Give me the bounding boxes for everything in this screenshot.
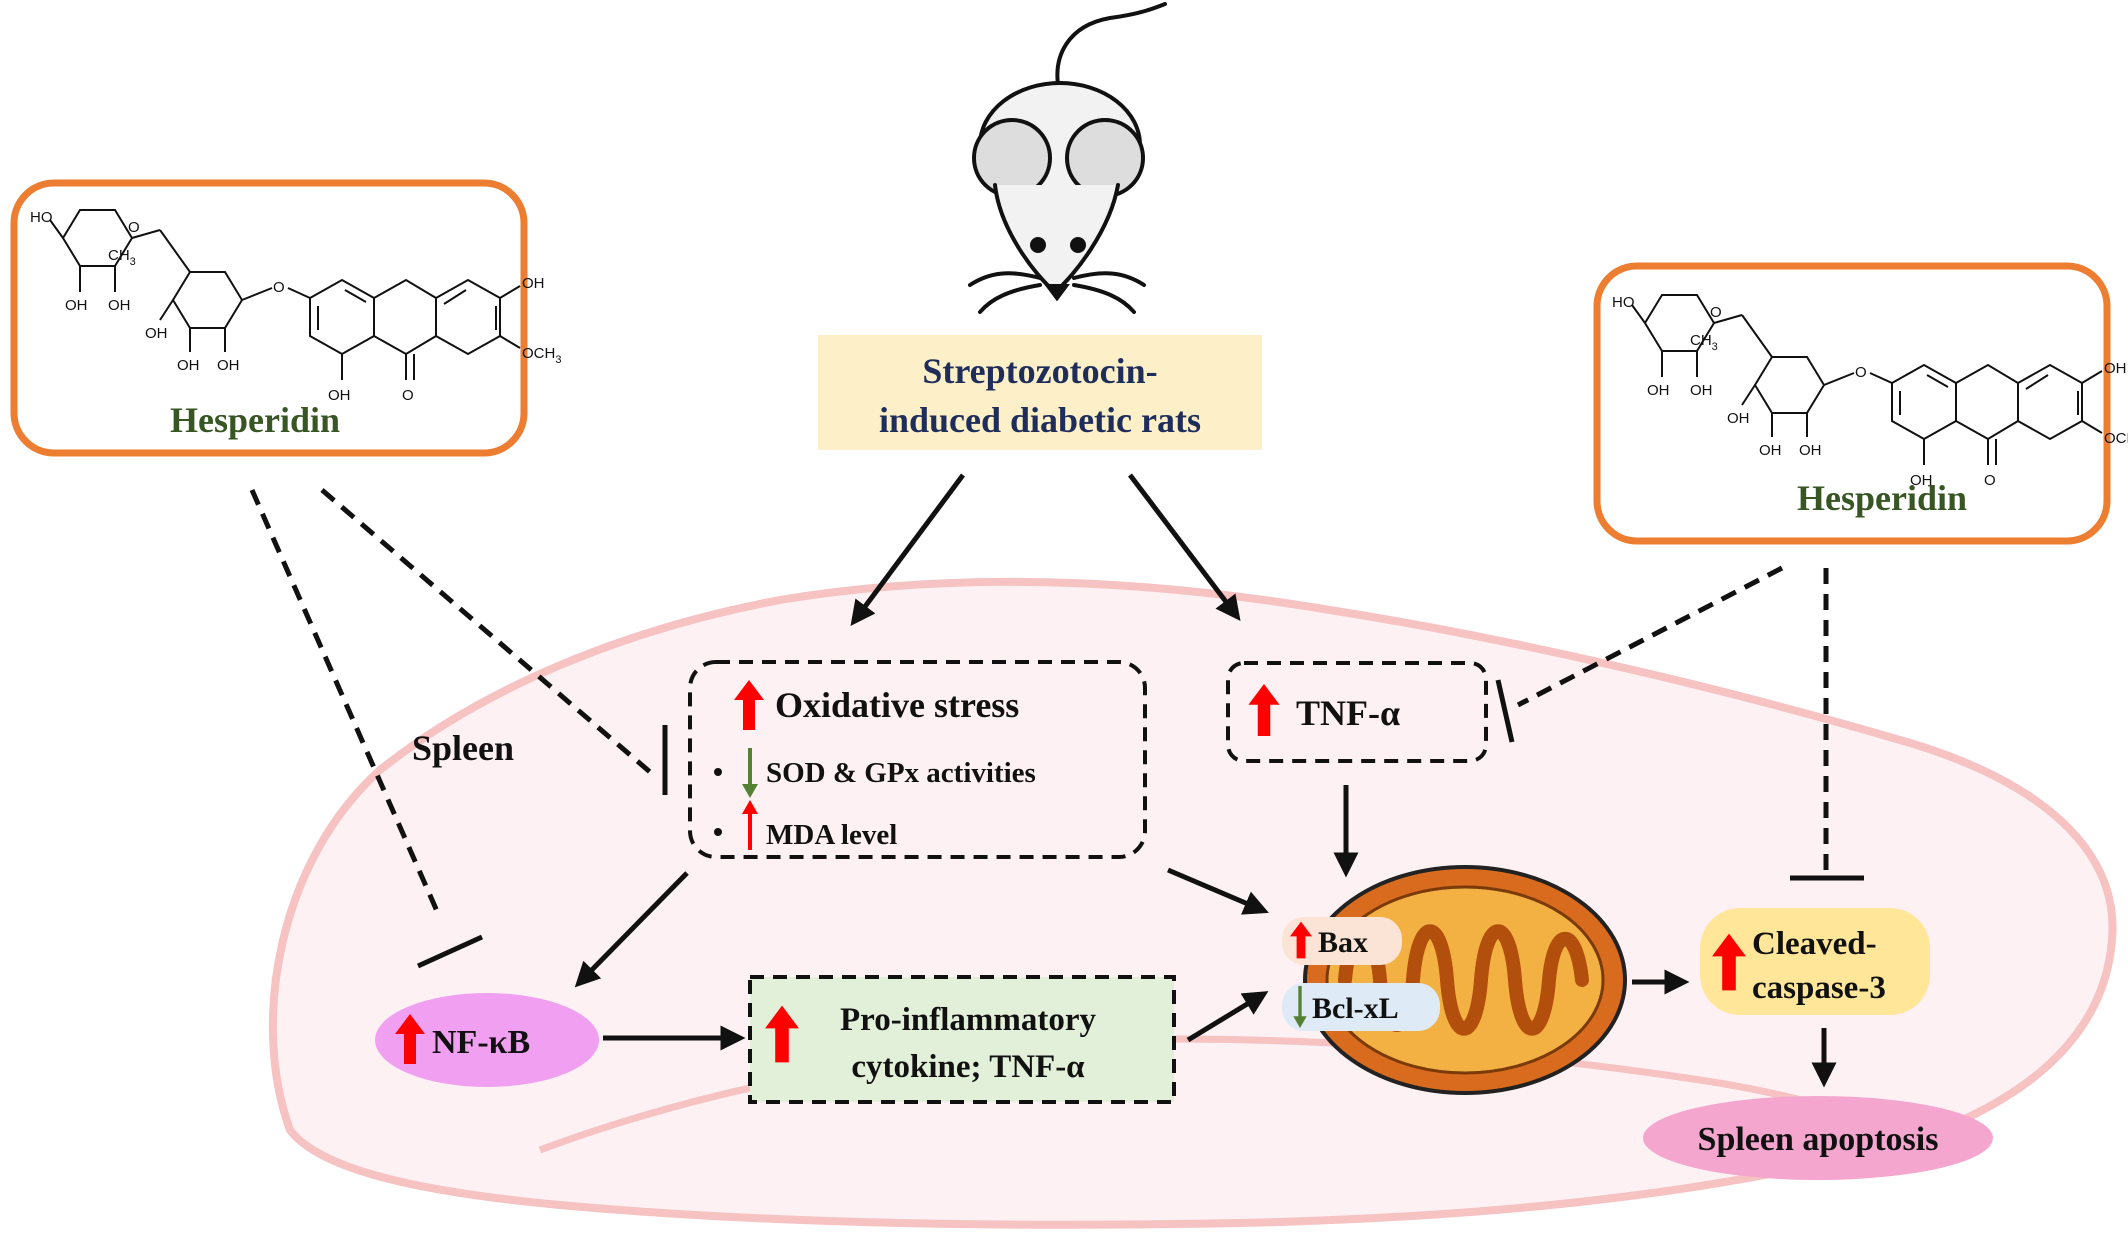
svg-text:OCH3: OCH3 — [522, 345, 561, 366]
bullet — [714, 828, 722, 836]
svg-text:CH3: CH3 — [1690, 332, 1718, 353]
svg-text:OH: OH — [108, 297, 131, 314]
svg-text:OCH3: OCH3 — [2104, 430, 2128, 451]
bax-label: Bax — [1318, 926, 1368, 959]
inhibit-right-to-tnf-bar — [1495, 679, 1515, 743]
inhibit-left-to-nfkb-bar — [416, 934, 484, 969]
apoptosis-label: Spleen apoptosis — [1698, 1121, 1939, 1158]
caspase-line1: Cleaved- — [1752, 926, 1877, 962]
svg-text:O: O — [128, 219, 140, 236]
model-line1: Streptozotocin- — [922, 351, 1157, 391]
bclxl-box — [1282, 983, 1440, 1031]
svg-text:OH: OH — [65, 297, 88, 314]
oxidative-item-sod: SOD & GPx activities — [766, 757, 1036, 789]
inhibit-right-to-tnf — [1516, 565, 1784, 708]
svg-text:OH: OH — [522, 275, 545, 292]
nfkb-label: NF-κB — [432, 1024, 530, 1061]
bclxl-label: Bcl-xL — [1312, 992, 1399, 1025]
svg-text:OH: OH — [1727, 410, 1750, 427]
cytokine-line1: Pro-inflammatory — [840, 1002, 1096, 1038]
svg-text:O: O — [1855, 364, 1867, 381]
cytokine-line2: cytokine; TNF-α — [851, 1049, 1085, 1085]
hesperidin-right-box — [1593, 262, 2111, 545]
oxidative-stress-box — [688, 660, 1147, 859]
svg-text:OH: OH — [145, 325, 168, 342]
mitochondrion-icon — [1303, 865, 1627, 1095]
hesperidin-left-box — [10, 179, 528, 457]
svg-text:OH: OH — [1690, 382, 1713, 399]
svg-text:OH: OH — [1910, 472, 1933, 489]
svg-text:OH: OH — [177, 357, 200, 374]
svg-text:HO: HO — [30, 209, 53, 226]
svg-text:OH: OH — [328, 387, 351, 404]
cytokine-box — [748, 975, 1176, 1104]
model-line2: induced diabetic rats — [879, 400, 1201, 440]
arrow-model-to-oxidative — [850, 473, 966, 627]
hesperidin-left-name: Hesperidin — [170, 400, 340, 440]
apoptosis-ellipse — [1643, 1096, 1993, 1180]
inhibition-lines — [249, 488, 1864, 969]
model-box — [818, 335, 1262, 450]
svg-text:O: O — [1710, 304, 1722, 321]
svg-text:HO: HO — [1612, 294, 1635, 311]
spleen-label: Spleen — [412, 728, 514, 768]
oxidative-stress-title: Oxidative stress — [775, 685, 1019, 725]
inhibit-left-to-oxidative — [320, 488, 652, 774]
svg-text:O: O — [273, 279, 285, 296]
caspase-box — [1700, 908, 1930, 1015]
caspase-line2: caspase-3 — [1752, 970, 1886, 1006]
svg-text:O: O — [1984, 472, 1996, 489]
svg-text:O: O — [402, 387, 414, 404]
svg-text:OH: OH — [1647, 382, 1670, 399]
nfkb-ellipse — [375, 993, 599, 1087]
svg-text:CH3: CH3 — [108, 247, 136, 268]
solid-arrows — [574, 473, 1837, 1088]
tnf-label: TNF-α — [1296, 693, 1400, 733]
mouse-icon — [968, 2, 1167, 314]
svg-text:OH: OH — [2104, 360, 2127, 377]
hesperidin-left-structure: HO CH3 OH OH O OH OH OH O OH O OH OCH3 — [30, 209, 561, 404]
arrow-oxidative-to-nfkb — [574, 871, 689, 988]
svg-text:OH: OH — [1759, 442, 1782, 459]
bullet — [714, 768, 722, 776]
arrow-cytokine-to-bclxl — [1186, 991, 1269, 1043]
oxidative-item-mda: MDA level — [766, 819, 897, 851]
hesperidin-right-name: Hesperidin — [1797, 478, 1967, 518]
bax-box — [1282, 917, 1402, 965]
hesperidin-right-structure: HO CH3 OH OH O OH OH OH O OH O OH OCH3 — [1612, 294, 2128, 489]
svg-text:OH: OH — [1799, 442, 1822, 459]
spleen-outline — [268, 577, 2117, 1229]
arrow-model-to-tnf — [1128, 473, 1241, 621]
tnf-box — [1226, 661, 1488, 763]
svg-text:OH: OH — [217, 357, 240, 374]
arrow-oxidative-to-bax — [1167, 867, 1269, 915]
